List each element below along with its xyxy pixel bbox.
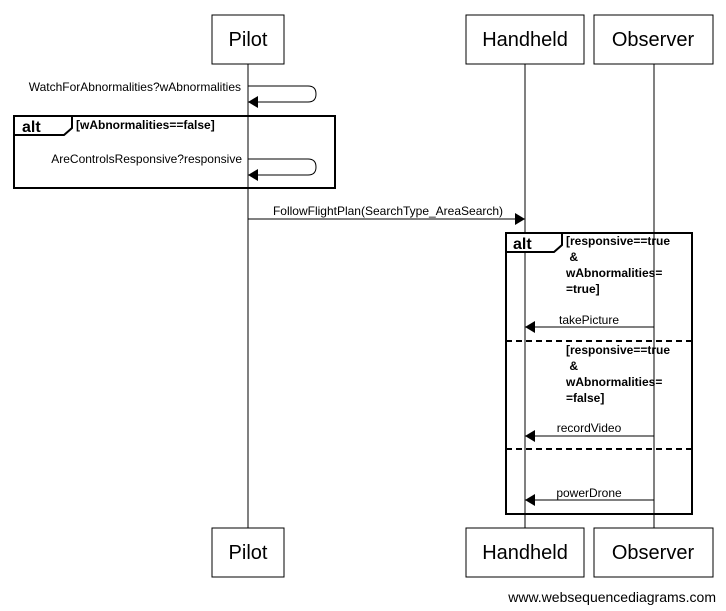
message-record-video-label: recordVideo (557, 421, 622, 435)
actor-observer-bottom: Observer (593, 527, 714, 578)
alt-frame-2-guard-1-line-1: [responsive==true (566, 234, 670, 248)
message-take-picture: takePicture (525, 313, 654, 333)
message-watch-for-abnormalities: WatchForAbnormalities?wAbnormalities (29, 80, 317, 108)
actor-observer-top-label: Observer (612, 29, 695, 51)
alt-frame-2-guard-2-line-1: [responsive==true (566, 343, 670, 357)
alt-frame-1: alt [wAbnormalities==false] (13, 115, 336, 189)
alt-frame-2-guard-1: [responsive==true & wAbnormalities= =tru… (565, 234, 673, 296)
message-record-video: recordVideo (525, 421, 654, 442)
actor-pilot-bottom: Pilot (211, 527, 285, 578)
alt-frame-2-guard-1-line-3: wAbnormalities= (565, 266, 662, 280)
alt-frame-2-guard-1-line-2: & (566, 250, 578, 264)
message-controls-label: AreControlsResponsive?responsive (51, 152, 242, 166)
alt-frame-2-guard-2: [responsive==true & wAbnormalities= =fal… (565, 343, 673, 405)
alt-frame-2-guard-2-line-4: =false] (566, 391, 604, 405)
alt-frame-2-guard-1-line-4: =true] (566, 282, 600, 296)
actor-handheld-bottom: Handheld (465, 527, 585, 578)
message-follow-flight-plan: FollowFlightPlan(SearchType_AreaSearch) (248, 204, 525, 225)
message-watch-label: WatchForAbnormalities?wAbnormalities (29, 80, 241, 94)
message-take-picture-label: takePicture (559, 313, 619, 327)
footer-watermark[interactable]: www.websequencediagrams.com (508, 589, 716, 605)
actor-handheld-top-label: Handheld (482, 29, 568, 51)
actor-observer-top: Observer (593, 14, 714, 65)
actor-pilot-bottom-label: Pilot (229, 542, 268, 564)
actor-pilot-top: Pilot (211, 14, 285, 65)
message-follow-label: FollowFlightPlan(SearchType_AreaSearch) (273, 204, 503, 218)
alt-frame-1-guard: [wAbnormalities==false] (76, 118, 215, 132)
actor-handheld-top: Handheld (465, 14, 585, 65)
alt-frame-1-label: alt (22, 119, 41, 136)
actor-pilot-top-label: Pilot (229, 29, 268, 51)
actor-observer-bottom-label: Observer (612, 542, 695, 564)
message-power-drone: powerDrone (525, 486, 654, 506)
alt-frame-2-guard-2-line-3: wAbnormalities= (565, 375, 662, 389)
alt-frame-2-guard-2-line-2: & (566, 359, 578, 373)
message-power-drone-label: powerDrone (556, 486, 622, 500)
message-are-controls-responsive: AreControlsResponsive?responsive (51, 152, 317, 181)
alt-frame-2: alt [responsive==true & wAbnormalities= … (505, 232, 693, 515)
actor-handheld-bottom-label: Handheld (482, 542, 568, 564)
alt-frame-2-label: alt (513, 236, 532, 253)
